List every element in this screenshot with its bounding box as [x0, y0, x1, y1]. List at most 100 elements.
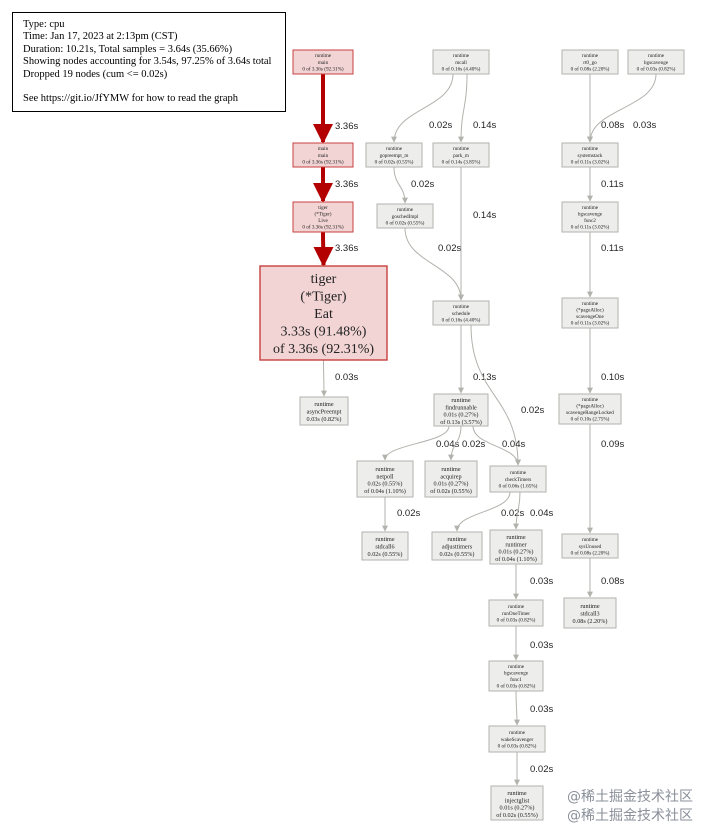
- node-text: 0.02s (0.55%): [440, 551, 475, 558]
- node-text: runtime: [386, 146, 403, 152]
- node-text: runtime: [648, 53, 665, 59]
- node-box: [431, 531, 483, 561]
- node-text: 0 of 3.36s (92.31%): [302, 158, 344, 165]
- edge-findrunnable-to-acquirep: [448, 425, 462, 461]
- node-text: runtime: [580, 603, 599, 610]
- node-text: 0 of 3.36s (92.31%): [302, 65, 344, 72]
- node-text: runtime: [397, 207, 414, 213]
- edge-schedule-to-checktimers: [470, 324, 521, 466]
- node-text: runtime: [314, 401, 333, 408]
- node-text: injectglist: [505, 797, 530, 804]
- node-text: of 0.13s (3.57%): [440, 419, 482, 426]
- edge-label: 0.09s: [601, 439, 624, 450]
- node-text: rt0_go: [583, 60, 597, 66]
- node-text: 0 of 0.03s (0.82%): [497, 616, 536, 623]
- node-text: stdcall6: [375, 544, 394, 551]
- node-text: of 0.04s (1.10%): [364, 488, 406, 495]
- node-text: 0 of 0.03s (0.82%): [497, 683, 536, 690]
- legend-link[interactable]: See https://git.io/JfYMW for how to read…: [23, 93, 239, 105]
- node-text: scavengeOne: [576, 314, 604, 320]
- edge-label: 0.02s: [397, 508, 420, 519]
- node-text: of 0.04s (1.10%): [495, 556, 537, 563]
- node-text: 0 of 0.11s (3.02%): [571, 158, 610, 165]
- node-text: checkTimers: [505, 477, 532, 483]
- node-box: [292, 49, 354, 75]
- node-text: runtimer: [505, 541, 526, 548]
- node-text: 0.01s (0.27%): [444, 412, 479, 419]
- node-text: runtime: [582, 301, 599, 307]
- node-text: asyncPreempt: [307, 409, 342, 416]
- node-text: runtime: [582, 537, 599, 543]
- node-text: 0.02s (0.55%): [368, 551, 403, 558]
- edge-label: 0.02s: [429, 120, 452, 131]
- node-text: 0 of 0.11s (3.02%): [571, 224, 610, 231]
- node-text: mcall: [455, 60, 467, 66]
- node-box: [563, 597, 617, 629]
- node-box: [561, 533, 619, 559]
- node-text: runtime: [582, 53, 599, 59]
- edge-bgscavenge-func1-to-wakescavenger: [513, 690, 520, 726]
- node-text: bgscavenge: [644, 60, 669, 66]
- node-text: 0 of 0.10s (2.75%): [571, 416, 610, 423]
- node-text: 0 of 0.06s (1.65%): [499, 482, 538, 489]
- node-text: scavengeRangeLocked: [566, 410, 614, 416]
- legend-dropped: Dropped 19 nodes (cum <= 0.02s): [23, 68, 168, 80]
- edge-mcall-to-park-m: [458, 73, 468, 143]
- node-text: runtime: [315, 53, 332, 59]
- node-text: 0 of 0.14s (3.85%): [442, 158, 481, 165]
- node-text: 0 of 0.03s (0.82%): [498, 742, 537, 749]
- edge-label: 0.03s: [530, 640, 553, 651]
- node-text: runtime: [453, 146, 470, 152]
- node-text: park_m: [453, 153, 469, 159]
- node-text: runtime: [507, 790, 526, 797]
- edge-label: 0.03s: [530, 704, 553, 715]
- node-text: 0 of 0.03s (0.82%): [637, 65, 676, 72]
- node-text: acquirep: [440, 473, 461, 480]
- edge-tiger-live-to-tiger-eat: [313, 231, 334, 267]
- node-box: [488, 660, 544, 692]
- node-text: main: [318, 60, 329, 66]
- node-text: findrunnable: [445, 404, 477, 411]
- node-text: runtime: [582, 146, 599, 152]
- edge-label: 3.36s: [335, 179, 358, 190]
- node-box: [432, 142, 490, 168]
- node-scavengerangelocked[interactable]: runtime(*pageAlloc)scavengeRangeLocked0 …: [558, 393, 622, 425]
- edge-label: 0.02s: [411, 179, 434, 190]
- node-box: [356, 460, 414, 498]
- node-text: adjusttimers: [442, 544, 473, 551]
- node-text: 0.08s (2.20%): [573, 618, 608, 625]
- node-text: 0.03s (0.82%): [307, 416, 342, 423]
- edge-label: 0.08s: [601, 576, 624, 587]
- node-text: main: [318, 153, 329, 159]
- edge-label: 0.03s: [335, 372, 358, 383]
